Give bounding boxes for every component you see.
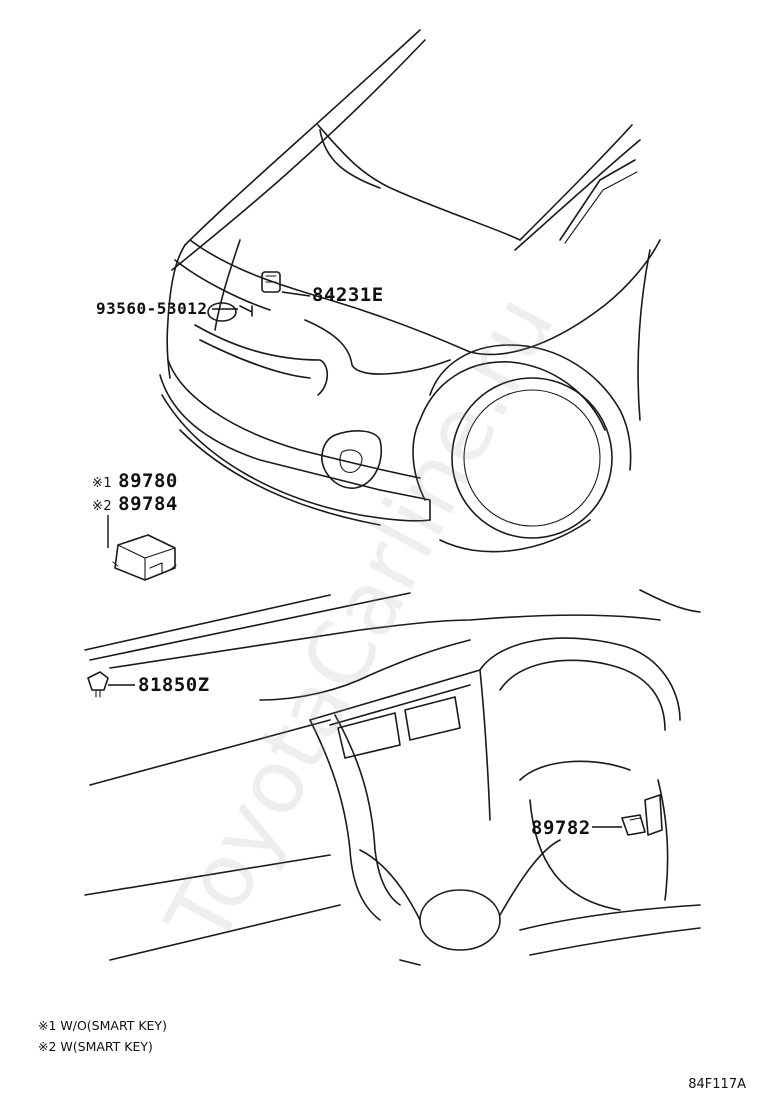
part-label-89782[interactable]: 89782 xyxy=(531,817,591,839)
part-number-89784: 89784 xyxy=(118,493,178,515)
part-number-89780: 89780 xyxy=(118,470,178,492)
note-without-smart-key: ※1 W/O(SMART KEY) xyxy=(38,1018,167,1033)
interior-dashboard-drawing xyxy=(84,589,701,966)
part-label-89780[interactable]: ※1 89780 xyxy=(92,470,178,492)
part-label-93560-53012[interactable]: 93560-53012 xyxy=(96,299,208,318)
control-module-drawing xyxy=(112,534,177,581)
mark-2: ※2 xyxy=(92,499,113,514)
part-label-84231E[interactable]: 84231E xyxy=(312,284,384,306)
part-label-89784[interactable]: ※2 89784 xyxy=(92,493,178,515)
car-front-drawing xyxy=(159,29,661,553)
mark-1: ※1 xyxy=(92,476,113,491)
note-with-smart-key: ※2 W(SMART KEY) xyxy=(38,1039,153,1054)
leader-lines xyxy=(107,291,622,828)
part-label-81850Z[interactable]: 81850Z xyxy=(138,674,210,696)
figure-id: 84F117A xyxy=(688,1077,746,1092)
